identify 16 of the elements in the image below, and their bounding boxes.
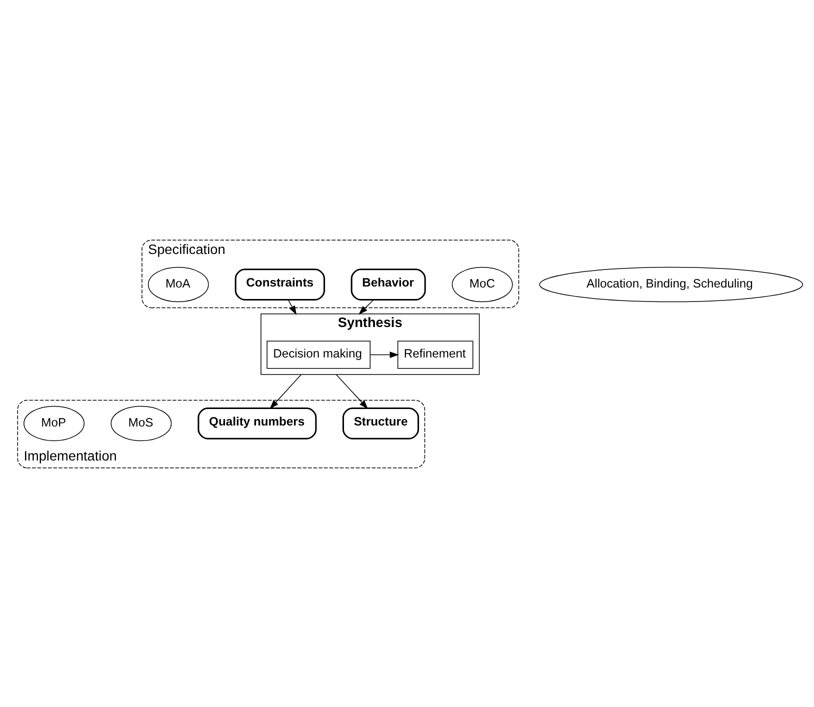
node-ellipse: MoC xyxy=(452,266,513,302)
node-box: Structure xyxy=(342,407,420,439)
node-box: Constraints xyxy=(234,268,326,300)
node-ellipse: MoA xyxy=(148,266,209,302)
node-ellipse: MoP xyxy=(24,405,84,441)
arrow xyxy=(370,351,399,358)
node-box: Behavior xyxy=(350,268,426,300)
node-ellipse: Allocation, Binding, Scheduling xyxy=(539,266,803,302)
arrow xyxy=(336,374,368,408)
arrow xyxy=(358,299,374,314)
arrow xyxy=(288,299,297,314)
node-box: Decision making xyxy=(266,340,371,368)
node-box: Refinement xyxy=(397,340,474,368)
arrow xyxy=(270,374,302,408)
node-ellipse: MoS xyxy=(110,405,172,441)
node-box: Quality numbers xyxy=(198,407,317,439)
